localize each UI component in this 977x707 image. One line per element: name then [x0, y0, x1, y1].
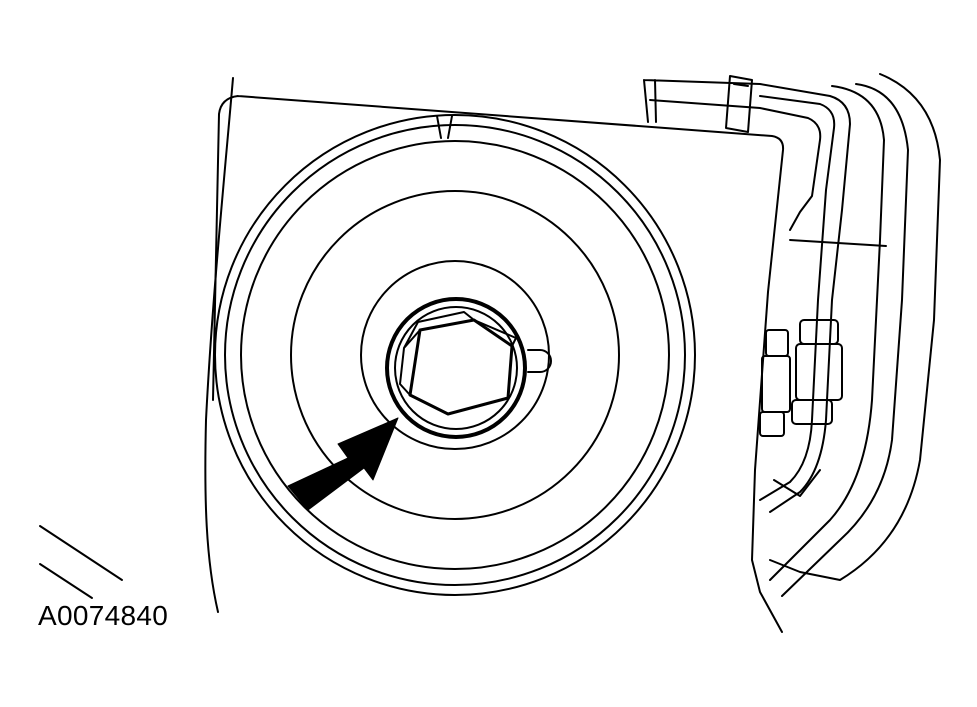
tube-fittings: [759, 319, 843, 437]
pulley: [214, 114, 696, 596]
pulley-groove: [240, 140, 670, 570]
housing-left-edge: [204, 77, 234, 613]
tube-2: [759, 95, 836, 501]
fitting-nut-2: [791, 399, 833, 425]
pointer-arrow: [287, 417, 399, 511]
outer-cover-edge-2: [781, 83, 909, 597]
pulley-outer-rim-inner: [224, 124, 686, 586]
break-line-2: [39, 563, 93, 599]
bolt-washer-inner: [394, 306, 518, 430]
hex-bolt-head: [408, 318, 514, 416]
plate-notch: [436, 115, 453, 139]
fitting-body-3: [761, 355, 791, 413]
tube-clip: [725, 75, 753, 133]
fitting-nut-3: [765, 329, 789, 357]
figure-reference-code: A0074840: [38, 600, 169, 631]
outer-housing: [769, 73, 941, 581]
outer-cover-edge: [769, 85, 885, 581]
tubing-assembly: [643, 73, 941, 597]
fitting-nut-1: [799, 319, 839, 345]
fitting-body-1: [795, 343, 843, 401]
break-line-1: [39, 525, 123, 581]
bolt-washer: [385, 297, 527, 439]
pulley-web-outer: [290, 190, 620, 520]
mounting-plate: [212, 95, 785, 633]
tube-3: [649, 99, 822, 231]
fitting-nut-4: [759, 411, 785, 437]
pulley-outer-rim: [214, 114, 696, 596]
keyway: [527, 349, 552, 373]
hex-bolt-facet: [399, 311, 517, 396]
frame-line: [773, 239, 887, 497]
